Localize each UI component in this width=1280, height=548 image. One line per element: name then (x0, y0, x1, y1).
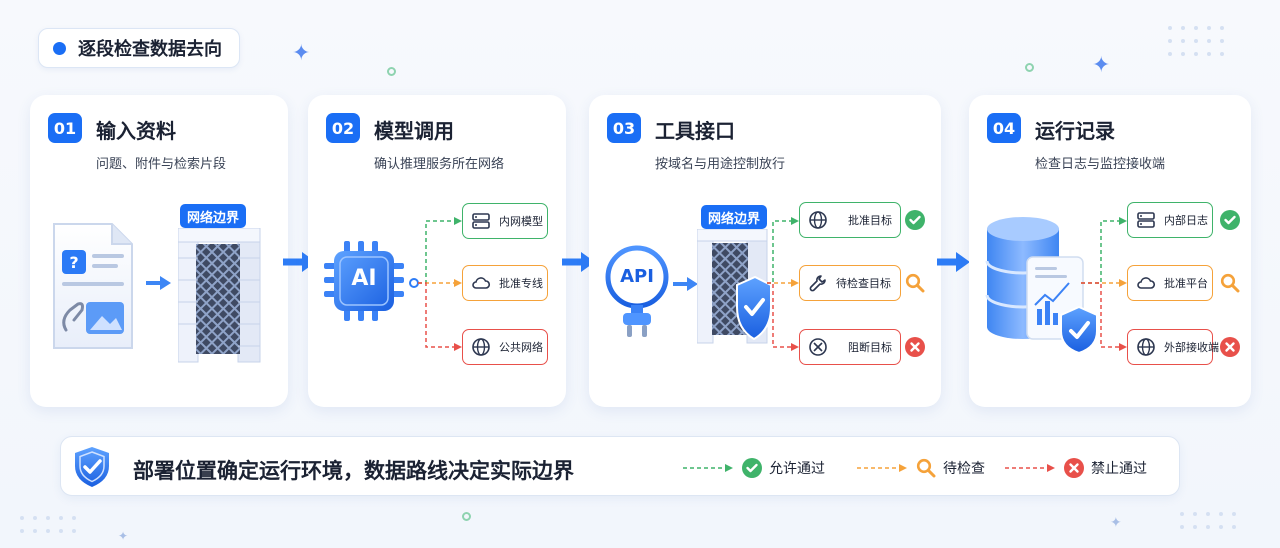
firewall-gate-icon (178, 228, 261, 363)
cloud-icon (472, 277, 491, 289)
route-node-approved-target: 批准目标 (799, 202, 901, 238)
pending-search-icon (1220, 273, 1240, 293)
route-node-label: 批准目标 (848, 214, 892, 227)
route-connectors (767, 217, 799, 351)
stage-title: 模型调用 (374, 119, 454, 143)
decor-dots-bottom-left (20, 516, 76, 533)
stage-title: 输入资料 (96, 119, 176, 143)
stage-subtitle: 检查日志与监控接收端 (1035, 157, 1166, 172)
sparkle-icon: ✦ (292, 41, 311, 66)
stage-card-tools: 03 工具接口 按域名与用途控制放行 API 网络边界 (589, 95, 941, 407)
legend-label: 允许通过 (769, 461, 825, 477)
legend-allow-line (683, 464, 733, 472)
stage-subtitle: 确认推理服务所在网络 (374, 157, 505, 172)
stage-arrow-icon (937, 252, 970, 272)
stage-card-model: 02 模型调用 确认推理服务所在网络 AI 内网模型 批准专线 公共网络 (308, 95, 566, 407)
decor-dots-top-right (1168, 26, 1224, 56)
deny-x-icon (1220, 337, 1240, 357)
route-connectors (409, 217, 462, 351)
page-title-text: 逐段检查数据去向 (78, 39, 222, 60)
network-boundary-tag: 网络边界 (701, 205, 768, 229)
legend-label: 禁止通过 (1091, 461, 1147, 477)
route-node-label: 阻断目标 (848, 341, 892, 354)
stage-number: 03 (607, 113, 641, 143)
flow-arrow-icon (673, 277, 698, 291)
route-node-approved-line: 批准专线 (462, 265, 548, 301)
stage-subtitle: 按域名与用途控制放行 (655, 157, 786, 172)
route-node-label: 外部接收端 (1164, 341, 1219, 354)
shield-check-icon (75, 447, 109, 487)
legend-allow: 允许通过 (683, 458, 825, 478)
sparkle-icon: ✦ (1110, 515, 1122, 531)
decor-ring (1025, 63, 1034, 72)
decor-dots-bottom-right (1180, 512, 1236, 529)
stage-subtitle: 问题、附件与检索片段 (96, 157, 227, 172)
stage-title: 运行记录 (1035, 119, 1115, 143)
deny-x-icon (1064, 458, 1084, 478)
deny-x-icon (905, 337, 925, 357)
stage-title: 工具接口 (655, 119, 735, 143)
route-node-label: 内部日志 (1164, 214, 1208, 227)
route-node-label: 内网模型 (499, 215, 543, 228)
stage-card-logs: 04 运行记录 检查日志与监控接收端 内部日志 批准平台 (969, 95, 1251, 407)
decor-ring (387, 67, 396, 76)
sparkle-icon: ✦ (118, 529, 129, 543)
route-node-label: 批准平台 (1164, 277, 1208, 290)
globe-icon (809, 211, 827, 229)
title-dot-icon (53, 41, 66, 55)
page-title: 逐段检查数据去向 (38, 28, 240, 68)
stage-arrow-icon (562, 252, 595, 272)
block-icon (809, 338, 827, 356)
network-boundary-tag: 网络边界 (180, 204, 247, 228)
stage-number: 01 (48, 113, 82, 143)
legend-pending-line (857, 464, 907, 472)
flow-arrow-icon (146, 276, 171, 290)
decor-ring (462, 512, 471, 521)
legend-label: 待检查 (943, 461, 985, 477)
api-label: API (620, 266, 654, 287)
stage-card-input: 01 输入资料 问题、附件与检索片段 ? 网络边界 (30, 95, 288, 407)
route-node-label: 待检查目标 (836, 277, 891, 290)
allow-check-icon (1220, 210, 1240, 230)
route-node-public-network: 公共网络 (462, 329, 548, 365)
svg-text:?: ? (69, 253, 78, 272)
route-node-internal-model: 内网模型 (462, 203, 548, 239)
firewall-shield-icon (697, 229, 771, 344)
route-node-label: 公共网络 (499, 341, 543, 354)
ai-chip-icon (324, 241, 404, 321)
allow-check-icon (905, 210, 925, 230)
server-icon (472, 213, 490, 229)
stage-number: 04 (987, 113, 1021, 143)
footer-summary: 部署位置确定运行环境，数据路线决定实际边界 允许通过 待检查 禁止通过 (60, 436, 1180, 496)
document-icon: ? (53, 223, 133, 349)
sparkle-icon: ✦ (1092, 53, 1111, 78)
database-report-icon (985, 217, 1098, 355)
footer-message: 部署位置确定运行环境，数据路线决定实际边界 (133, 459, 574, 483)
route-node-approved-platform: 批准平台 (1127, 265, 1213, 301)
legend-deny: 禁止通过 (1005, 458, 1147, 478)
legend-pending: 待检查 (857, 458, 985, 478)
wrench-icon (809, 275, 826, 292)
server-icon (1137, 212, 1155, 228)
route-node-label: 批准专线 (499, 277, 543, 290)
cloud-icon (1137, 277, 1156, 289)
ai-chip-label: AI (351, 266, 377, 291)
globe-icon (472, 338, 490, 356)
route-node-pending-target: 待检查目标 (799, 265, 901, 301)
route-node-internal-log: 内部日志 (1127, 202, 1213, 238)
route-connectors (1081, 217, 1127, 351)
api-plug-icon (605, 245, 669, 337)
route-node-external-receiver: 外部接收端 (1127, 329, 1219, 365)
legend-deny-line (1005, 464, 1055, 472)
globe-icon (1137, 338, 1155, 356)
allow-check-icon (742, 458, 762, 478)
pending-search-icon (905, 273, 925, 293)
route-node-blocked-target: 阻断目标 (799, 329, 901, 365)
pending-search-icon (916, 458, 936, 478)
stage-number: 02 (326, 113, 360, 143)
